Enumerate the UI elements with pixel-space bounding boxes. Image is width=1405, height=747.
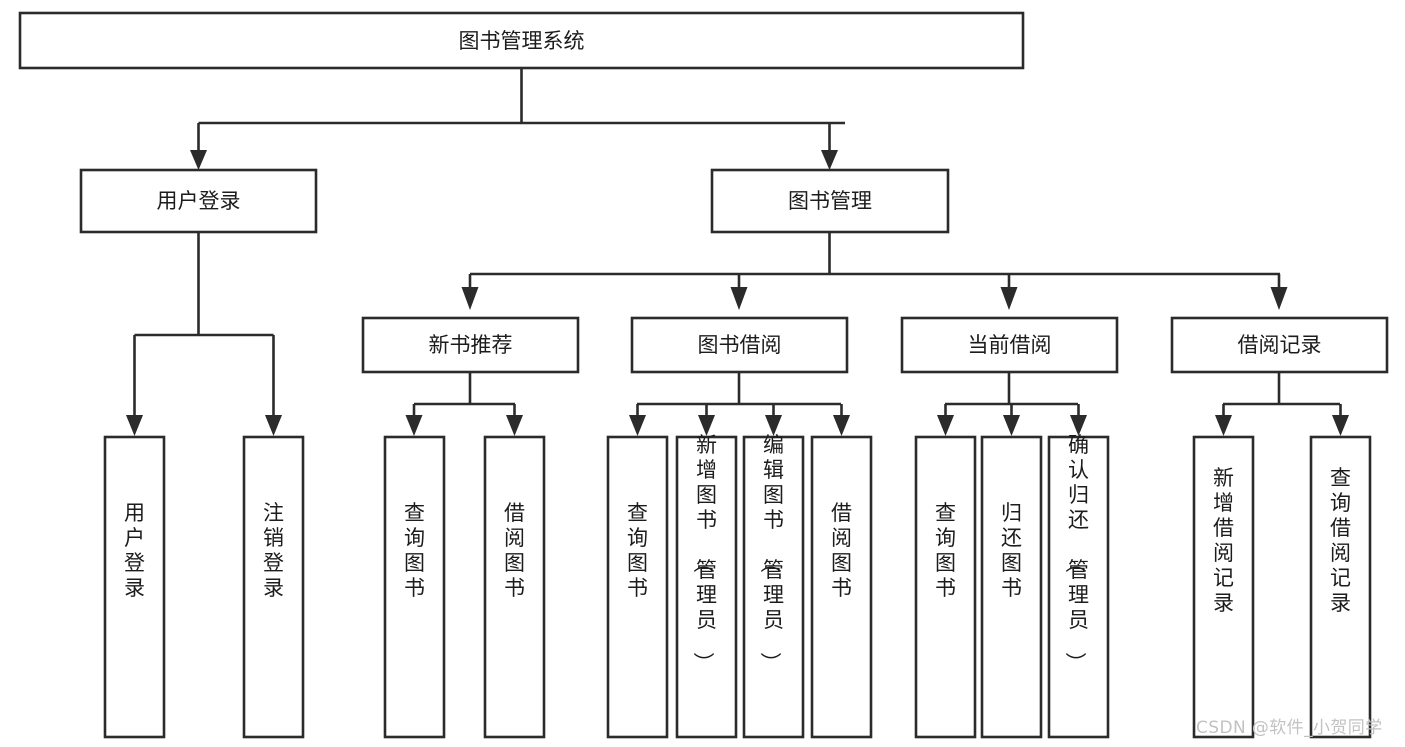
leaf-new-book-borrow[interactable]: 借阅图书 (483, 435, 546, 739)
node-root-label: 图书管理系统 (459, 29, 585, 53)
leaf-records-add-label: 新增借阅记录 (1213, 466, 1234, 615)
node-book-borrow[interactable]: 图书借阅 (630, 316, 849, 374)
leaf-current-confirm-return[interactable]: 确认归还（管理员） (1047, 433, 1110, 739)
leaf-user-login-signout[interactable]: 注销登录 (242, 435, 305, 739)
leaf-borrow-edit-book-label: 编辑图书（管理员） (758, 433, 784, 673)
node-user-login[interactable]: 用户登录 (79, 168, 318, 234)
leaf-borrow-add-book-label: 新增图书（管理员） (691, 433, 717, 673)
node-root[interactable]: 图书管理系统 (18, 11, 1025, 70)
connector-bookmgmt-to-level3 (461, 232, 1288, 310)
leaf-borrow-add-book[interactable]: 新增图书（管理员） (675, 433, 738, 739)
node-book-borrow-label: 图书借阅 (698, 333, 782, 357)
leaf-borrow-borrow-book[interactable]: 借阅图书 (810, 435, 873, 739)
node-new-book-recommend[interactable]: 新书推荐 (361, 316, 580, 374)
leaf-current-query[interactable]: 查询图书 (914, 435, 977, 739)
leaf-borrow-query-label: 查询图书 (627, 501, 648, 600)
leaf-new-book-query-label: 查询图书 (404, 501, 425, 600)
leaf-user-login-signout-label: 注销登录 (263, 501, 284, 600)
leaf-records-query[interactable]: 查询借阅记录 (1309, 435, 1372, 739)
connector-root-to-level2 (190, 68, 845, 170)
node-book-management[interactable]: 图书管理 (710, 168, 950, 234)
leaf-user-login-signin[interactable]: 用户登录 (103, 435, 166, 739)
node-book-management-label: 图书管理 (788, 189, 872, 213)
leaf-new-book-query[interactable]: 查询图书 (383, 435, 446, 739)
connector-userlogin-to-leaves (126, 232, 282, 436)
leaf-borrow-edit-book[interactable]: 编辑图书（管理员） (742, 433, 805, 739)
leaf-borrow-borrow-book-label: 借阅图书 (831, 501, 852, 600)
leaf-current-query-label: 查询图书 (935, 501, 956, 600)
node-borrow-records-label: 借阅记录 (1238, 333, 1322, 357)
node-user-login-label: 用户登录 (157, 189, 241, 213)
node-borrow-records[interactable]: 借阅记录 (1170, 316, 1389, 374)
connector-newbook-to-leaves (405, 372, 523, 436)
connector-borrow-to-leaves (629, 372, 850, 436)
connector-records-to-leaves (1215, 372, 1349, 436)
node-new-book-recommend-label: 新书推荐 (429, 333, 513, 357)
node-current-borrow[interactable]: 当前借阅 (900, 316, 1119, 374)
leaf-records-query-label: 查询借阅记录 (1330, 466, 1351, 615)
leaf-current-return[interactable]: 归还图书 (980, 435, 1043, 739)
leaf-borrow-query[interactable]: 查询图书 (606, 435, 669, 739)
node-current-borrow-label: 当前借阅 (968, 333, 1052, 357)
leaf-new-book-borrow-label: 借阅图书 (504, 501, 525, 600)
leaf-user-login-signin-label: 用户登录 (124, 501, 145, 600)
connector-current-to-leaves (937, 372, 1087, 436)
leaf-records-add[interactable]: 新增借阅记录 (1192, 435, 1255, 739)
leaf-current-return-label: 归还图书 (1001, 501, 1022, 600)
leaf-current-confirm-return-label: 确认归还（管理员） (1063, 433, 1089, 673)
